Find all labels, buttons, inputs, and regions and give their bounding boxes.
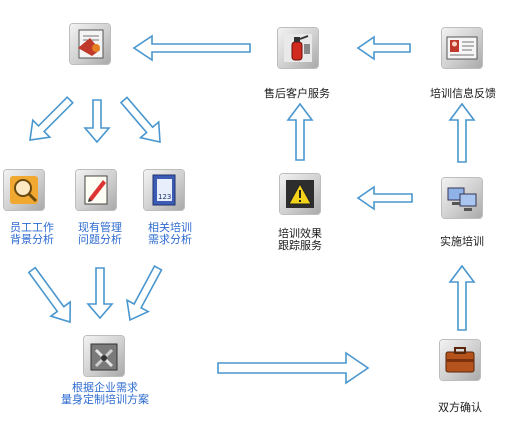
after-sales-label: 售后客户服务 (264, 87, 330, 100)
arrow-root-to-training-needs (119, 96, 161, 144)
mutual-confirm-label: 双方确认 (438, 401, 482, 414)
training-needs-label-line2: 需求分析 (148, 233, 192, 246)
arrow-root-to-mgmt-problem (83, 99, 111, 144)
feedback-label: 培训信息反馈 (430, 87, 496, 100)
briefcase-icon (440, 340, 480, 380)
arrow-plan-to-confirm (217, 351, 370, 385)
management-problem-label-line1: 现有管理 (78, 221, 122, 234)
arrow-after-sales-to-root (132, 34, 251, 62)
form-document-icon (70, 24, 110, 64)
staff-analysis-label-line2: 背景分析 (10, 233, 54, 246)
management-problem-label-line2: 问题分析 (78, 233, 122, 246)
custom-plan-label-line1: 根据企业需求 (72, 381, 138, 394)
tracking-label-line2: 跟踪服务 (278, 239, 322, 252)
notebook-123-icon: 123 (144, 170, 184, 210)
warning-sign-icon (280, 174, 320, 214)
arrow-root-to-staff-analysis (29, 96, 74, 141)
implement-label: 实施培训 (440, 235, 484, 248)
tracking-label-line1: 培训效果 (278, 227, 322, 240)
arrow-implement-to-feedback (448, 102, 476, 163)
arrow-training-needs-to-plan (125, 265, 163, 322)
pencil-note-icon (76, 170, 116, 210)
arrow-staff-analysis-to-plan (27, 266, 72, 324)
magnifier-icon (4, 170, 44, 210)
arrow-feedback-to-after-sales (356, 35, 411, 61)
arrow-confirm-to-implement (448, 264, 476, 331)
staff-analysis-label-line1: 员工工作 (10, 221, 54, 234)
arrow-tracking-to-after-sales (286, 102, 314, 161)
training-needs-label-line1: 相关培训 (148, 221, 192, 234)
id-card-icon (442, 28, 482, 68)
arrow-implement-to-tracking (356, 185, 413, 211)
fire-extinguisher-icon (278, 28, 318, 68)
computers-icon (442, 178, 482, 218)
toolbox-icon (84, 336, 124, 376)
svg-text:123: 123 (158, 193, 171, 201)
custom-plan-label-line2: 量身定制培训方案 (61, 393, 149, 406)
arrow-mgmt-problem-to-plan (86, 267, 114, 320)
